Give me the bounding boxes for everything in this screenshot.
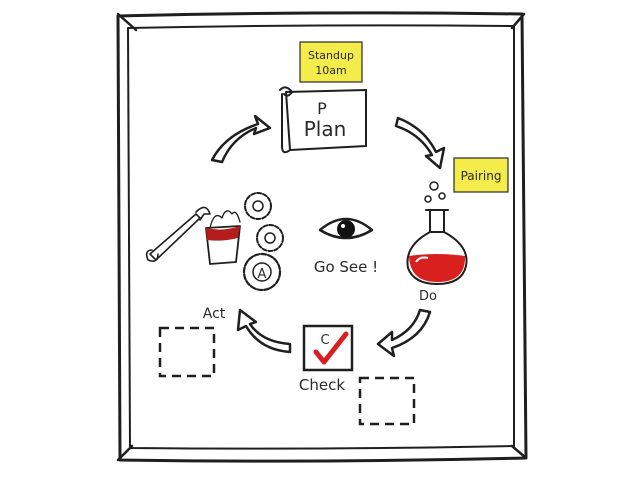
dashed-box-act [160, 328, 214, 376]
wrench-icon [147, 207, 210, 261]
svg-text:Pairing: Pairing [461, 169, 502, 183]
cycle-arrows [212, 116, 444, 356]
gears-icon: A [244, 193, 283, 290]
paint-bucket-icon [206, 211, 240, 264]
arrow-check-to-act [238, 310, 290, 352]
arrow-do-to-check [378, 310, 430, 356]
arrow-plan-to-do [396, 118, 444, 168]
sticky-note-standup: Standup 10am [300, 42, 362, 82]
check-icon: C [304, 326, 352, 370]
arrow-act-to-plan [212, 116, 270, 162]
plan-letter: P [317, 99, 327, 118]
act-letter: A [258, 267, 267, 282]
dashed-box-check [360, 378, 414, 424]
check-letter: C [320, 333, 329, 348]
svg-text:Standup: Standup [308, 49, 354, 62]
plan-scroll: P Plan [280, 87, 366, 152]
svg-text:10am: 10am [315, 64, 346, 77]
go-see-label: Go See ! [314, 258, 378, 276]
sticky-note-pairing: Pairing [454, 158, 508, 192]
do-label: Do [419, 289, 437, 304]
check-label: Check [299, 376, 345, 394]
eye-icon [320, 219, 372, 238]
plan-label: Plan [304, 117, 347, 141]
flask-icon [407, 182, 466, 284]
act-label: Act [203, 306, 226, 322]
